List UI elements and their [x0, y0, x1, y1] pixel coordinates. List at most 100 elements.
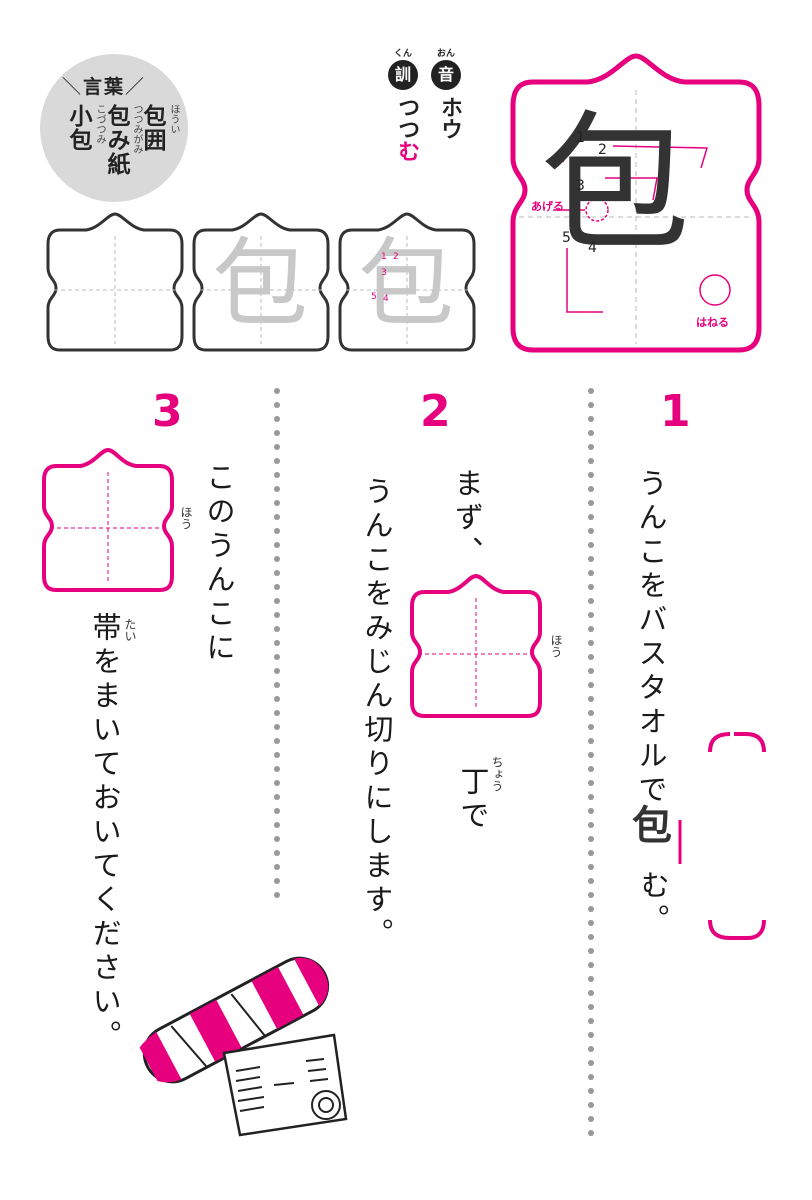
ageru-label: あげる	[531, 200, 564, 213]
divider-dot	[274, 640, 280, 646]
divider-dot	[588, 1018, 594, 1024]
divider-dot	[588, 822, 594, 828]
divider-dot	[274, 752, 280, 758]
divider-dot	[588, 934, 594, 940]
divider-dot	[588, 1004, 594, 1010]
divider-dot	[588, 444, 594, 450]
on-reading-badge: おん 音	[431, 49, 461, 90]
stroke-number-1: 1	[576, 130, 585, 146]
divider-dot	[588, 878, 594, 884]
kun-reading-plain: つつ	[394, 96, 419, 140]
stroke-number-2: 2	[598, 142, 607, 158]
divider-dot	[588, 584, 594, 590]
divider-dot	[274, 696, 280, 702]
divider-dot	[588, 514, 594, 520]
divider-dot	[588, 710, 594, 716]
divider-dot	[588, 836, 594, 842]
column-divider-right	[588, 388, 594, 1144]
stroke-order-box	[510, 53, 762, 353]
divider-dot	[588, 528, 594, 534]
wrapped-poop-illustration	[139, 956, 348, 1137]
divider-dot	[588, 612, 594, 618]
divider-dot	[588, 864, 594, 870]
trace-number-3: 3	[381, 268, 387, 278]
divider-dot	[588, 430, 594, 436]
divider-dot	[274, 556, 280, 562]
divider-dot	[274, 808, 280, 814]
practice-box-trace-numbered[interactable]	[336, 210, 478, 356]
practice-box-trace[interactable]	[190, 210, 332, 356]
divider-dot	[588, 570, 594, 576]
divider-dot	[588, 598, 594, 604]
step3-line2-ruby: たい	[123, 618, 137, 642]
trace-number-5: 5	[371, 292, 377, 302]
divider-dot	[274, 458, 280, 464]
answer-bracket[interactable]	[670, 720, 774, 960]
divider-dot	[588, 654, 594, 660]
divider-dot	[588, 1046, 594, 1052]
divider-dot	[274, 486, 280, 492]
divider-dot	[588, 906, 594, 912]
divider-dot	[588, 402, 594, 408]
divider-dot	[274, 724, 280, 730]
step1-line1: うんこをバスタオルで	[634, 468, 668, 808]
divider-dot	[274, 710, 280, 716]
on-small-label: おん	[436, 49, 455, 59]
stroke-number-4: 4	[588, 240, 597, 256]
vocab-word-3: 小包	[65, 104, 91, 152]
divider-dot	[588, 626, 594, 632]
vocab-ruby-1: ほうい	[168, 104, 179, 134]
divider-dot	[588, 556, 594, 562]
divider-dot	[274, 892, 280, 898]
divider-dot	[588, 976, 594, 982]
towel-icon	[222, 1033, 348, 1137]
haneru-label: はねる	[696, 316, 729, 329]
divider-dot	[274, 514, 280, 520]
step3-write-box[interactable]	[40, 446, 176, 596]
trace-number-1: 1	[381, 252, 387, 262]
large-kanji: 包	[540, 98, 691, 272]
stroke-number-5: 5	[562, 230, 571, 246]
step3-box-ruby: ほう	[179, 506, 193, 530]
on-label: 音	[437, 65, 454, 84]
divider-dot	[274, 836, 280, 842]
divider-dot	[588, 1130, 594, 1136]
step3-line2: 帯をまいておいてください。	[88, 612, 122, 1054]
divider-dot	[274, 626, 280, 632]
divider-dot	[588, 1032, 594, 1038]
step1-kanji: 包	[632, 803, 672, 849]
divider-dot	[588, 388, 594, 394]
vocabulary-bubble	[40, 54, 188, 202]
divider-dot	[588, 808, 594, 814]
divider-dot	[274, 528, 280, 534]
column-divider-left	[274, 388, 280, 906]
vocab-ruby-3: こづつみ	[94, 104, 105, 144]
divider-dot	[274, 402, 280, 408]
kun-reading-badge: くん 訓	[388, 49, 418, 90]
divider-dot	[274, 654, 280, 660]
vocab-word-2: 包み紙	[103, 104, 129, 176]
step2-box-ruby: ほう	[549, 634, 563, 658]
divider-dot	[588, 682, 594, 688]
step-number-3: 3	[152, 386, 183, 437]
divider-dot	[588, 948, 594, 954]
practice-box-blank[interactable]	[44, 210, 186, 356]
divider-dot	[274, 570, 280, 576]
divider-dot	[588, 780, 594, 786]
divider-dot	[588, 640, 594, 646]
step2-line3: うんこをみじん切りにします。	[360, 476, 394, 952]
step3-line2-rest: をまいておいてください。	[88, 646, 122, 1054]
divider-dot	[588, 766, 594, 772]
trace-kanji-1: 包	[212, 228, 308, 340]
step2-line2: 丁で	[456, 766, 490, 834]
divider-dot	[274, 584, 280, 590]
trace-kanji-2: 包	[358, 228, 454, 340]
step2-write-box[interactable]	[408, 572, 544, 722]
divider-dot	[588, 458, 594, 464]
step2-line2-ruby: ちょう	[490, 756, 504, 792]
kun-reading-okurigana: む	[394, 140, 419, 162]
vocab-ruby-2: つつみがみ	[131, 104, 142, 154]
divider-dot	[274, 738, 280, 744]
step2-line1: まず、	[450, 468, 484, 570]
divider-dot	[588, 738, 594, 744]
